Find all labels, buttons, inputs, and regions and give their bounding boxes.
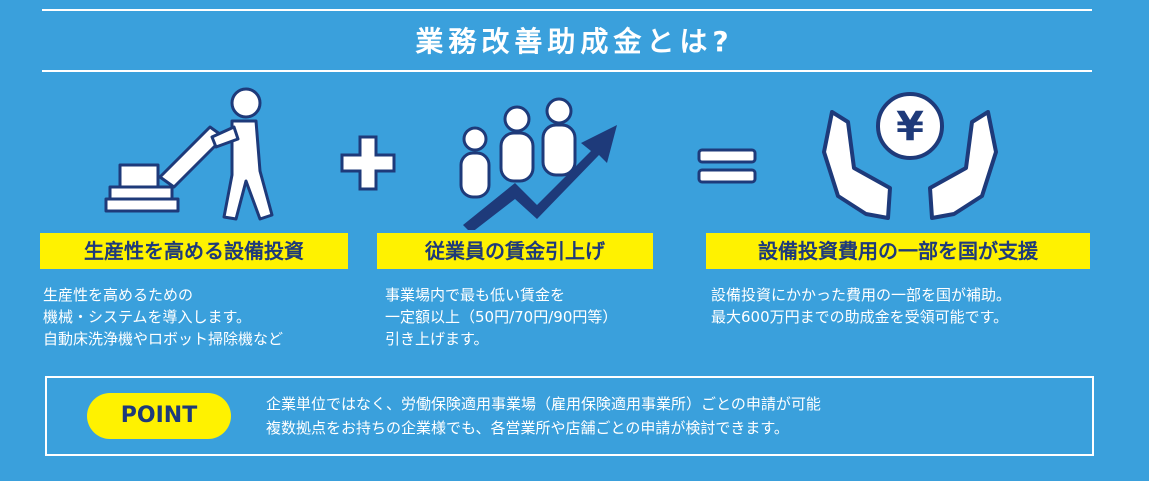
point-text: 企業単位ではなく、労働保険適用事業場（雇用保険適用事業所）ごとの申請が可能 複数… (266, 392, 821, 440)
description-line: 最大600万円までの助成金を受領可能です。 (711, 308, 1009, 326)
floor-scrubber-worker-icon (104, 87, 274, 221)
hands-yen-coin-icon: ¥ (822, 92, 998, 220)
description-line: 機械・システムを導入します。 (43, 308, 252, 326)
point-line: 複数拠点をお持ちの企業様でも、各営業所や店舗ごとの申請が検討できます。 (266, 419, 789, 437)
description-wage-increase: 事業場内で最も低い賃金を 一定額以上（50円/70円/90円等） 引き上げます。 (385, 284, 617, 350)
top-divider (42, 9, 1092, 11)
point-box (45, 376, 1094, 456)
svg-text:¥: ¥ (896, 104, 924, 150)
description-equipment-investment: 生産性を高めるための 機械・システムを導入します。 自動床洗浄機やロボット掃除機… (43, 284, 283, 350)
plus-icon (340, 135, 396, 191)
label-government-support: 設備投資費用の一部を国が支援 (706, 233, 1090, 269)
page-title: 業務改善助成金とは? (415, 25, 734, 58)
label-wage-increase: 従業員の賃金引上げ (377, 233, 653, 269)
title-divider (42, 70, 1092, 72)
label-equipment-investment: 生産性を高める設備投資 (40, 233, 348, 269)
point-badge: POINT (87, 393, 231, 439)
description-line: 自動床洗浄機やロボット掃除機など (43, 330, 284, 348)
description-government-support: 設備投資にかかった費用の一部を国が補助。 最大600万円までの助成金を受領可能で… (711, 284, 1011, 328)
equals-icon (697, 148, 757, 184)
description-line: 一定額以上（50円/70円/90円等） (385, 308, 618, 326)
description-line: 生産性を高めるための (43, 286, 194, 304)
point-line: 企業単位ではなく、労働保険適用事業場（雇用保険適用事業所）ごとの申請が可能 (266, 395, 821, 413)
people-growth-arrow-icon (459, 97, 617, 230)
description-line: 事業場内で最も低い賃金を (385, 286, 566, 304)
description-line: 設備投資にかかった費用の一部を国が補助。 (711, 286, 1012, 304)
description-line: 引き上げます。 (385, 330, 489, 348)
